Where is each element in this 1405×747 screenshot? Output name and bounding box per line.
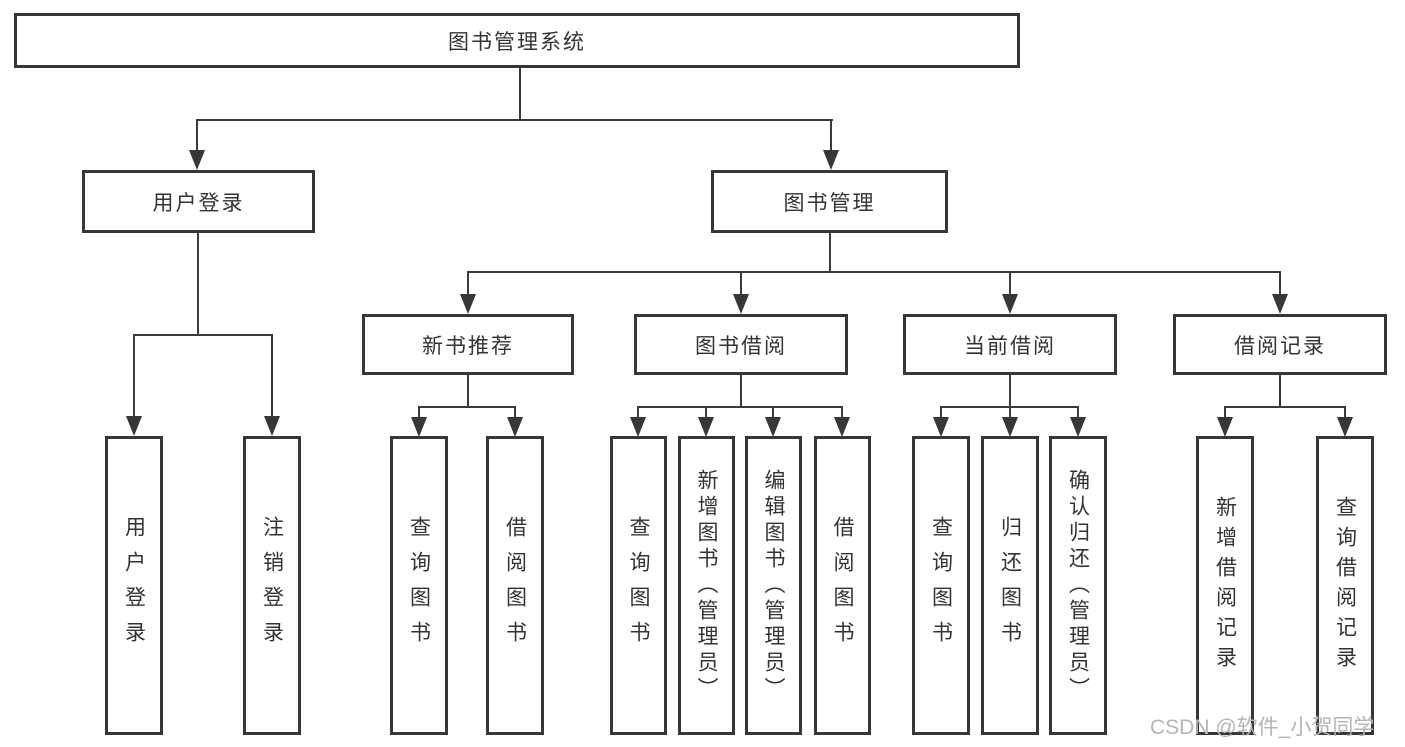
arrow-down-icon [460, 294, 476, 314]
connector-line [133, 334, 273, 336]
arrow-down-icon [698, 417, 714, 437]
connector-line [940, 406, 942, 420]
arrow-down-icon [1002, 417, 1018, 437]
connector-line [514, 406, 516, 420]
leaf-add-borrow-record: 新增借阅记录 [1196, 436, 1254, 735]
leaf-label: 确认归还（管理员） [1066, 468, 1090, 703]
leaf-label: 注销登录 [260, 515, 284, 656]
node-borrow-record: 借阅记录 [1173, 314, 1387, 375]
connector-line [467, 375, 469, 407]
leaf-confirm-return-admin: 确认归还（管理员） [1049, 436, 1107, 735]
connector-line [637, 406, 843, 408]
connector-line [197, 233, 199, 335]
arrow-down-icon [507, 417, 523, 437]
leaf-label: 查询图书 [407, 515, 431, 656]
arrow-down-icon [834, 417, 850, 437]
connector-line [1009, 406, 1011, 420]
connector-line [1224, 406, 1226, 420]
node-label: 新书推荐 [422, 334, 514, 358]
leaf-user-login: 用户登录 [105, 436, 163, 735]
node-label: 用户登录 [152, 191, 245, 215]
connector-line [271, 334, 273, 418]
arrow-down-icon [1217, 417, 1233, 437]
arrow-down-icon [1337, 417, 1353, 437]
connector-line [705, 406, 707, 420]
leaf-query-books-borrow: 查询图书 [610, 436, 667, 735]
arrow-down-icon [765, 417, 781, 437]
arrow-down-icon [1272, 294, 1288, 314]
connector-line [829, 233, 831, 273]
connector-line [637, 406, 639, 420]
arrow-down-icon [264, 416, 280, 436]
connector-line [1009, 271, 1011, 298]
leaf-borrow-books-recommend: 借阅图书 [486, 436, 544, 735]
node-user-login: 用户登录 [82, 170, 315, 233]
leaf-edit-books-admin: 编辑图书（管理员） [745, 436, 802, 735]
leaf-label: 归还图书 [998, 515, 1022, 656]
leaf-label: 新增图书（管理员） [695, 468, 718, 703]
arrow-down-icon [126, 416, 142, 436]
connector-line [740, 271, 742, 298]
node-label: 图书管理系统 [448, 30, 586, 54]
arrow-down-icon [1070, 417, 1086, 437]
leaf-query-books-recommend: 查询图书 [390, 436, 448, 735]
node-label: 图书管理 [783, 191, 876, 215]
connector-line [519, 68, 521, 121]
connector-line [830, 119, 832, 152]
connector-line [133, 334, 135, 418]
leaf-label: 借阅图书 [503, 515, 527, 656]
leaf-label: 查询图书 [929, 515, 953, 656]
leaf-label: 编辑图书（管理员） [762, 468, 785, 703]
node-label: 借阅记录 [1234, 334, 1326, 358]
leaf-add-books-admin: 新增图书（管理员） [678, 436, 735, 735]
arrow-down-icon [733, 294, 749, 314]
node-book-borrow: 图书借阅 [634, 314, 848, 375]
connector-line [418, 406, 420, 420]
connector-line [841, 406, 843, 420]
connector-line [1009, 375, 1011, 407]
connector-line [1077, 406, 1079, 420]
leaf-query-borrow-record: 查询借阅记录 [1316, 436, 1374, 735]
node-label: 图书借阅 [695, 334, 787, 358]
leaf-label: 新增借阅记录 [1213, 495, 1237, 676]
connector-line [418, 406, 516, 408]
leaf-label: 查询图书 [627, 515, 650, 656]
arrow-down-icon [823, 150, 839, 170]
leaf-logout: 注销登录 [243, 436, 301, 735]
leaf-label: 借阅图书 [831, 515, 854, 656]
node-new-book-recommend: 新书推荐 [362, 314, 574, 375]
leaf-label: 查询借阅记录 [1333, 495, 1357, 676]
connector-line [467, 271, 1281, 273]
connector-line [1279, 375, 1281, 407]
connector-line [1224, 406, 1345, 408]
connector-line [1279, 271, 1281, 298]
csdn-watermark: CSDN @软件_小贺同学 [1150, 716, 1375, 739]
leaf-label: 用户登录 [122, 515, 146, 656]
arrow-down-icon [189, 150, 205, 170]
leaf-return-books: 归还图书 [981, 436, 1039, 735]
arrow-down-icon [411, 417, 427, 437]
arrow-down-icon [630, 417, 646, 437]
node-book-management: 图书管理 [711, 170, 948, 233]
leaf-query-books-current: 查询图书 [912, 436, 970, 735]
leaf-borrow-books: 借阅图书 [814, 436, 871, 735]
node-library-management-system: 图书管理系统 [14, 13, 1020, 68]
arrow-down-icon [1002, 294, 1018, 314]
connector-line [196, 119, 833, 121]
arrow-down-icon [933, 417, 949, 437]
node-label: 当前借阅 [964, 334, 1056, 358]
connector-line [467, 271, 469, 298]
connector-line [740, 375, 742, 407]
connector-line [1344, 406, 1346, 420]
node-current-borrow: 当前借阅 [903, 314, 1117, 375]
connector-line [772, 406, 774, 420]
connector-line [196, 119, 198, 152]
